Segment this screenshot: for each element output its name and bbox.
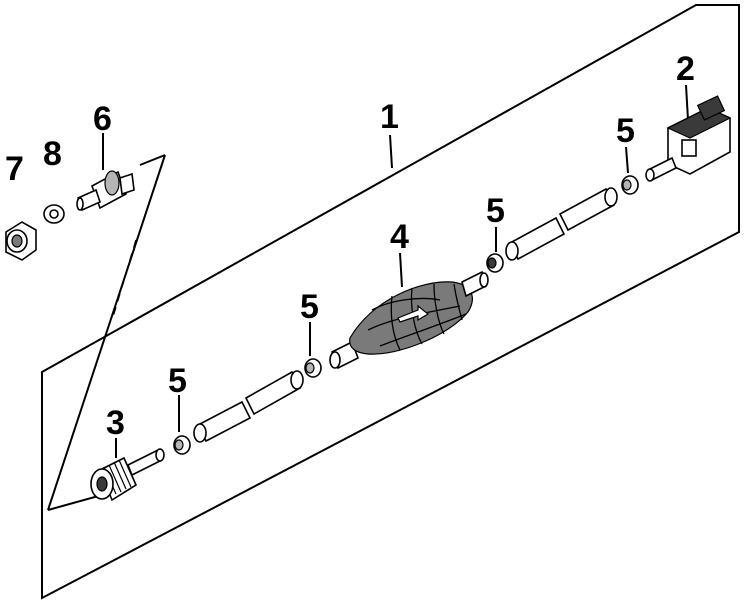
connector-part-2	[645, 95, 732, 182]
callout-4: 4	[390, 218, 409, 256]
leader-lines	[102, 84, 689, 458]
callout-5-lower: 5	[168, 362, 187, 400]
clamp-lower-left	[173, 435, 191, 455]
assembly-frame	[41, 4, 740, 600]
callout-2: 2	[676, 50, 695, 88]
callout-5-bulb-inlet: 5	[300, 288, 319, 326]
fitting-part-6	[76, 170, 135, 212]
threaded-fitting-part-3	[90, 448, 165, 502]
hose-section-upper-right	[505, 187, 618, 261]
hose-section-lower-left	[193, 370, 304, 443]
clamp-upper-right	[621, 175, 639, 195]
callout-3: 3	[106, 404, 125, 442]
primer-bulb-part-4	[329, 270, 489, 370]
callout-1: 1	[380, 98, 399, 136]
callout-5-upper: 5	[616, 112, 635, 150]
nut-part-7	[5, 221, 37, 261]
clamp-middle-left	[304, 358, 322, 378]
clamp-middle-right	[486, 253, 504, 273]
callout-5-bulb-outlet: 5	[486, 192, 505, 230]
callout-7: 7	[5, 150, 24, 188]
callout-6: 6	[93, 100, 112, 138]
callout-8: 8	[43, 135, 62, 173]
washer-part-8	[43, 204, 65, 224]
